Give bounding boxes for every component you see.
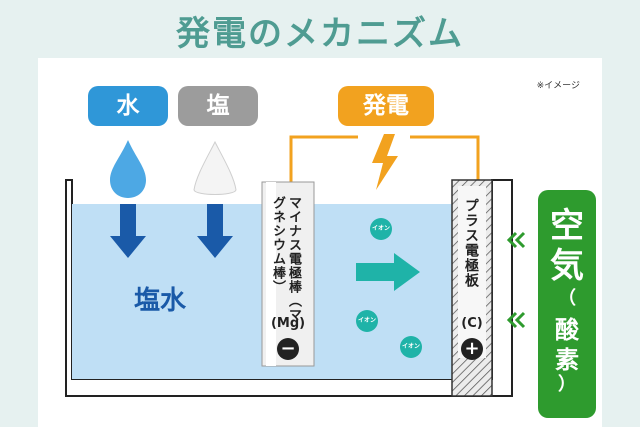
minus-electrode-label: マイナス電極棒（マグネシウム棒）: [270, 196, 301, 322]
air-oxygen-box: 空 気 （ 酸 素 ）: [538, 190, 596, 418]
water-drop-icon: [110, 140, 146, 198]
diagram-panel: ※イメージ: [38, 58, 602, 427]
air-sub-close: ）: [558, 374, 576, 395]
ion-badge: イオン: [370, 218, 392, 240]
plus-electrode-symbol: (C): [461, 316, 483, 331]
water-label: 水: [88, 86, 168, 126]
ion-badge: イオン: [356, 310, 378, 332]
salt-label: 塩: [178, 86, 258, 126]
air-label-1: 空: [550, 206, 584, 246]
ion-badge: イオン: [400, 336, 422, 358]
air-sub-open: （: [558, 288, 576, 309]
air-label-2: 気: [550, 246, 584, 286]
salt-pile-icon: [193, 140, 237, 195]
right-arrow-icon: [356, 253, 420, 291]
lightning-bolt-icon: [372, 134, 398, 190]
down-arrow-icon: [197, 204, 233, 258]
page-title: 発電のメカニズム: [176, 14, 464, 54]
power-label: 発電: [338, 86, 434, 126]
plus-sign: +: [461, 338, 483, 360]
circuit-wire: [289, 135, 358, 190]
down-arrow-icon: [110, 204, 146, 258]
minus-sign: −: [277, 338, 299, 360]
plus-electrode-label: プラス電極板: [463, 198, 479, 288]
double-chevron-left-icon: [506, 231, 526, 329]
air-sub-2: 素: [555, 346, 579, 374]
salt-water-label: 塩水: [134, 286, 187, 316]
image-note: ※イメージ: [536, 81, 580, 91]
air-sub-1: 酸: [555, 316, 579, 344]
minus-electrode-symbol: (Mg): [270, 316, 306, 331]
